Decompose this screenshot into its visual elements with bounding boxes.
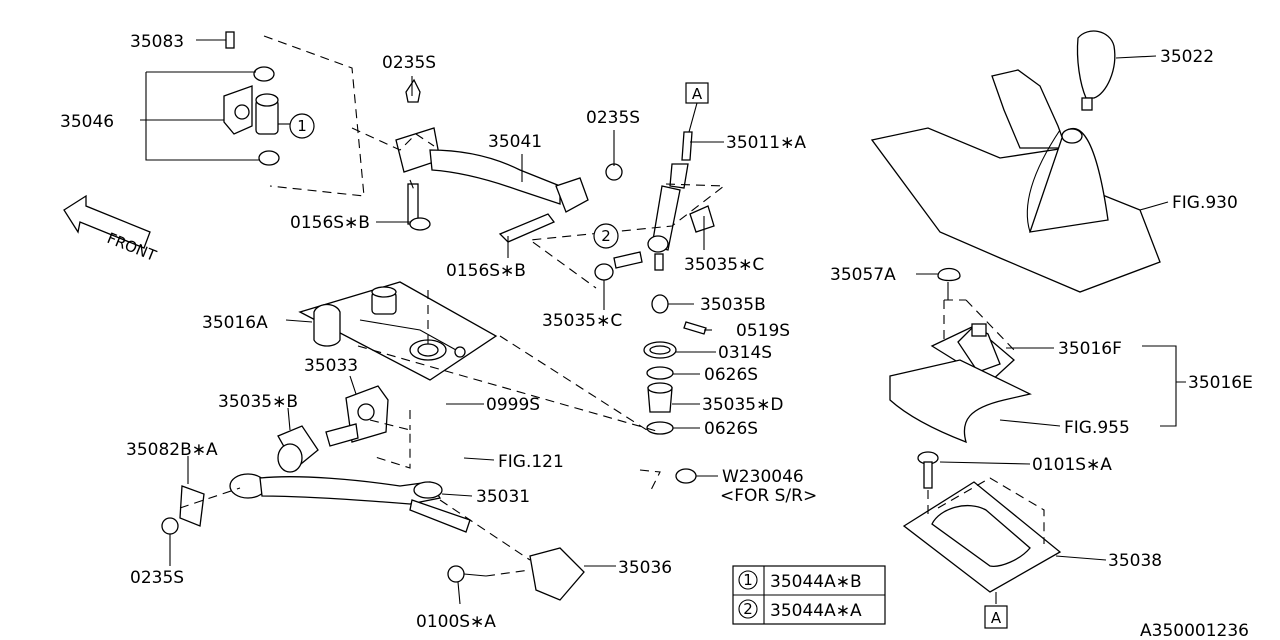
label-35035c-left: 35035∗C	[542, 311, 622, 331]
label-35041: 35041	[488, 132, 542, 152]
leader-lines	[169, 55, 1186, 605]
label-w230046-note: <FOR S/R>	[720, 486, 817, 506]
label-0235s-right: 0235S	[586, 108, 640, 128]
label-0999s: 0999S	[486, 395, 540, 415]
plate-35038	[902, 451, 1062, 604]
label-35016f: 35016F	[1058, 339, 1122, 359]
cap-35057a	[937, 267, 961, 300]
label-fig955: FIG.955	[1064, 418, 1130, 438]
label-35057a: 35057A	[830, 265, 896, 285]
label-0101sa: 0101S∗A	[1032, 455, 1112, 475]
label-0156sb-mid: 0156S∗B	[446, 261, 526, 281]
label-0314s: 0314S	[718, 343, 772, 363]
label-0519s: 0519S	[736, 321, 790, 341]
ref-box-a-bottom: A	[984, 605, 1008, 629]
label-35035d: 35035∗D	[702, 395, 783, 415]
label-35016e: 35016E	[1188, 373, 1253, 393]
label-0156sb-left: 0156S∗B	[290, 213, 370, 233]
label-35031: 35031	[476, 487, 530, 507]
label-35016a: 35016A	[202, 313, 268, 333]
label-0235s-bottom: 0235S	[130, 568, 184, 588]
callout-2-label: 2	[601, 227, 611, 245]
label-35082ba: 35082B∗A	[126, 440, 218, 460]
lever-35041	[351, 78, 623, 243]
legend-table: 1 35044A∗B 2 35044A∗A	[732, 565, 886, 625]
ref-box-a-top: A	[685, 82, 709, 133]
part-labels: 35083 35046 0235S 35041 0235S 35011∗A 01…	[60, 32, 1253, 640]
label-0235s-top: 0235S	[382, 53, 436, 73]
callout-1: 1	[289, 113, 315, 139]
label-0626s-bottom: 0626S	[704, 419, 758, 439]
label-35035c-right: 35035∗C	[684, 255, 764, 275]
ref-a-top-label: A	[692, 85, 703, 103]
label-w230046: W230046	[722, 467, 804, 487]
boot-35016f	[889, 299, 1032, 444]
legend-row-2-num: 2	[743, 600, 753, 618]
label-0626s-top: 0626S	[704, 365, 758, 385]
bushing-assembly-35046	[140, 31, 365, 197]
label-35036: 35036	[618, 558, 672, 578]
legend-row-1: 1 35044A∗B	[738, 570, 862, 592]
bracket-35036	[447, 547, 585, 601]
callout-1-label: 1	[297, 117, 307, 135]
label-35083: 35083	[130, 32, 184, 52]
legend-row-2: 2 35044A∗A	[738, 599, 862, 621]
console-fig930	[870, 69, 1161, 293]
clip-w230046	[639, 468, 697, 493]
label-35022: 35022	[1160, 47, 1214, 67]
ref-a-bottom-label: A	[991, 609, 1002, 627]
legend-row-2-part: 35044A∗A	[770, 601, 862, 621]
label-0100sa: 0100S∗A	[416, 612, 496, 632]
label-35035b-star: 35035∗B	[218, 392, 298, 412]
label-35038: 35038	[1108, 551, 1162, 571]
label-fig121: FIG.121	[498, 452, 564, 472]
label-35046: 35046	[60, 112, 114, 132]
base-plate-35016a	[298, 281, 661, 433]
front-arrow: FRONT	[63, 194, 160, 265]
shift-rod-35011	[528, 131, 726, 435]
legend-row-1-part: 35044A∗B	[770, 572, 862, 592]
label-35011a: 35011∗A	[726, 133, 806, 153]
diagram-id: A350001236	[1140, 621, 1249, 640]
label-fig930: FIG.930	[1172, 193, 1238, 213]
label-35035b: 35035B	[700, 295, 766, 315]
legend-row-1-num: 1	[743, 571, 753, 589]
label-35033: 35033	[304, 356, 358, 376]
bracket-35033	[277, 385, 411, 473]
shift-knob-35022	[1076, 30, 1116, 111]
callout-2: 2	[593, 223, 619, 249]
shift-arm-35031	[161, 473, 531, 561]
